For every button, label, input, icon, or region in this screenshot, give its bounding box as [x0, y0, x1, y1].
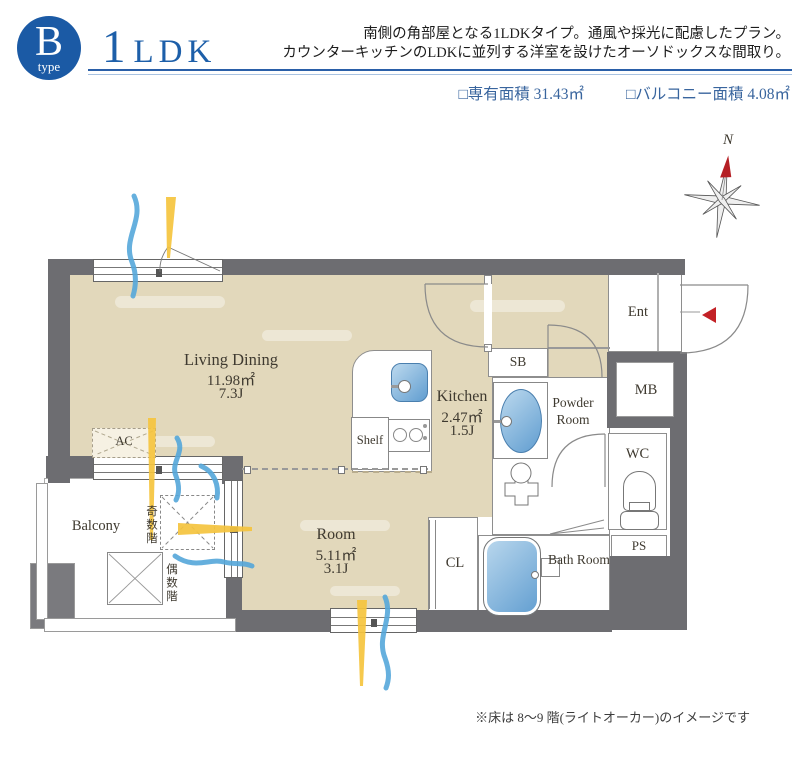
shower-unit — [541, 558, 560, 577]
compass — [684, 155, 760, 238]
balcony-area: □バルコニー面積 4.08㎡ — [625, 86, 790, 103]
shelf-label: Shelf — [356, 433, 384, 447]
floor-sheen — [300, 520, 390, 531]
bathtub — [483, 537, 541, 616]
stove-burner — [409, 428, 423, 442]
wall-east — [670, 427, 687, 560]
living-dining-area: 11.98㎡ — [206, 373, 256, 389]
even-floors-label: 偶数階 — [165, 562, 177, 604]
window-ldk-balcony — [93, 456, 223, 480]
area-figures: □専有面積 31.43㎡ □バルコニー面積 4.08㎡ — [420, 82, 790, 104]
room-size: 3.1J — [323, 561, 349, 577]
stove-burner — [393, 428, 407, 442]
floor-room — [242, 470, 428, 612]
wall-room-west-top — [222, 456, 243, 484]
stove-knob — [423, 436, 427, 440]
entrance-label: Ent — [627, 304, 649, 320]
door-arc-entrance — [679, 284, 749, 354]
type-badge: B type — [17, 16, 81, 80]
pipe-space-label: PS — [631, 538, 647, 553]
compass-arm — [684, 194, 760, 206]
floor-sheen — [115, 296, 225, 308]
ac-label: AC — [115, 434, 133, 448]
floor-sheen — [470, 300, 565, 312]
compass-arm — [716, 162, 728, 238]
room-area: 5.11㎡ — [315, 548, 357, 564]
window-room-west — [224, 480, 243, 578]
plan-title-unit: LDK — [133, 34, 217, 70]
counter-hatch — [352, 471, 432, 473]
floor-kitchen-corridor — [428, 350, 492, 517]
wall-ldk-south-left — [46, 456, 95, 478]
balcony-wall-west — [36, 483, 48, 620]
closet-label: CL — [445, 555, 465, 571]
entrance-arrow — [680, 307, 716, 323]
floor-sheen — [330, 586, 400, 596]
floor-sheen — [120, 436, 215, 447]
wc-label: WC — [625, 446, 650, 462]
compass-rose — [684, 155, 760, 238]
compass-north-label: N — [722, 132, 733, 148]
plan-description-line2: カウンターキッチンのLDKに並列する洋室を設けたオーソドックスな間取り。 — [282, 45, 790, 61]
plan-description: 南側の角部屋となる1LDKタイプ。通風や採光に配慮したプラン。 カウンターキッチ… — [282, 25, 790, 63]
living-dining-label: Living Dining — [184, 350, 278, 369]
toilet-tank — [620, 511, 659, 530]
plan-description-line1: 南側の角部屋となる1LDKタイプ。通風や採光に配慮したプラン。 — [363, 26, 790, 42]
ac-outdoor-even-box — [107, 552, 163, 605]
vanity-faucet-stem — [494, 420, 504, 423]
kitchen-faucet — [398, 380, 411, 393]
shoe-box — [488, 348, 548, 377]
room-label: Room — [316, 526, 356, 543]
sliding-partition-cap — [420, 466, 427, 474]
bathtub-knob — [531, 571, 539, 579]
living-dining-size: 7.3J — [218, 386, 244, 402]
shoe-box-label: SB — [509, 354, 527, 369]
header-divider — [88, 69, 792, 75]
ac-outdoor-odd-box — [160, 495, 215, 550]
balcony-label: Balcony — [71, 518, 121, 534]
partition-stub-bottom — [484, 344, 492, 352]
window-room-south — [330, 608, 417, 633]
closet — [428, 517, 478, 612]
compass-arm — [702, 185, 742, 215]
window-ldk-north — [93, 259, 223, 282]
wall-west — [48, 259, 70, 483]
compass-needle-line — [721, 158, 729, 201]
closet-door — [429, 520, 436, 609]
sliding-partition-cap — [244, 466, 251, 474]
compass-arm — [707, 180, 737, 220]
balcony-rail-south — [44, 618, 236, 632]
type-badge-sub: type — [37, 59, 61, 74]
vanity-faucet — [501, 416, 512, 427]
kitchen-label: Kitchen — [436, 388, 488, 405]
toilet-seat-hinge — [629, 502, 650, 511]
bath-room-label: Bath Room — [548, 552, 610, 567]
sliding-partition — [242, 468, 428, 470]
hall-wall-line — [548, 347, 610, 349]
footnote: ※床は 8〜9 階(ライトオーカー)のイメージです — [475, 710, 750, 725]
entrance-arrow-head — [702, 307, 716, 323]
kitchen-size: 1.5J — [449, 423, 475, 439]
stove-knob — [423, 424, 427, 428]
plan-title-number: 1 — [102, 21, 126, 73]
wall-room-west-bottom — [226, 576, 242, 612]
odd-floors-label: 奇数階 — [145, 504, 157, 546]
light-beam — [166, 197, 176, 258]
entrance-step-line — [657, 273, 659, 351]
meter-box-inner — [616, 362, 674, 417]
compass-north-needle — [720, 155, 732, 178]
wall-south — [226, 610, 612, 632]
exclusive-area: □専有面積 31.43㎡ — [458, 86, 585, 103]
kitchen-faucet-stem — [391, 385, 400, 388]
floor-hall-strip — [548, 350, 608, 377]
meter-box-label: MB — [634, 382, 658, 398]
floor-sheen — [262, 330, 352, 341]
ldk-door-opening — [484, 284, 492, 346]
wall-southeast-block — [610, 556, 687, 630]
powder-room-label: Powder Room — [552, 395, 594, 427]
type-badge-letter: B — [34, 19, 63, 65]
sliding-partition-cap — [338, 466, 345, 474]
kitchen-area: 2.47㎡ — [441, 410, 483, 426]
